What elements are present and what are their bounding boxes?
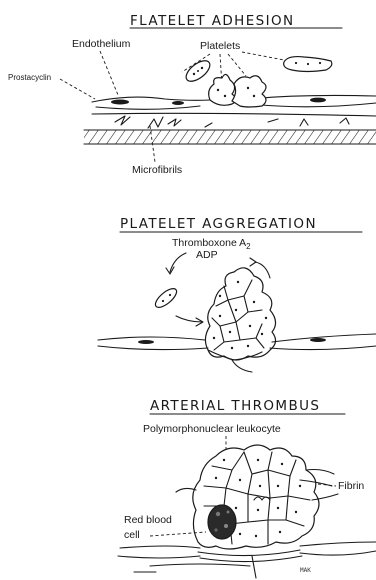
- endothelium-label: Endothelium: [72, 38, 131, 50]
- aggregation-panel: PLATELET AGGREGATION Thromboxone A2 ADP: [98, 216, 376, 372]
- platelet-leader-3: [228, 54, 246, 76]
- pmn-label: Polymorphonuclear leukocyte: [143, 423, 281, 435]
- fibrin-label: Fibrin: [338, 480, 364, 492]
- red-blood-label-line2: cell: [124, 529, 140, 541]
- vessel-wall-hatched: [84, 130, 376, 144]
- endothelium-leader: [100, 51, 118, 95]
- platelets-label: Platelets: [200, 40, 240, 52]
- red-blood-cell: [208, 505, 236, 539]
- thrombus-panel: ARTERIAL THROMBUS Polymorphonuclear leuk…: [118, 398, 376, 578]
- adherent-platelet-2: [232, 76, 266, 107]
- subendothelium-line: [92, 113, 376, 116]
- thromboxane-arrow: [255, 262, 270, 278]
- artist-signature: MAK: [300, 567, 311, 574]
- prostacyclin-leader: [60, 79, 95, 99]
- adp-label: ADP: [196, 249, 218, 261]
- microfibrils-label: Microfibrils: [132, 164, 182, 176]
- adhesion-panel: FLATELET ADHESION Endothelium Platelets …: [8, 13, 376, 176]
- prostacyclin-label: Prostacyclin: [8, 73, 51, 82]
- incoming-platelet: [153, 285, 180, 310]
- thrombus-title: ARTERIAL THROMBUS: [150, 398, 320, 414]
- red-blood-label-line1: Red blood: [124, 514, 172, 526]
- thromboxane-arrowhead: [250, 258, 256, 266]
- platelet-aggregate: [205, 268, 275, 360]
- aggregation-title: PLATELET AGGREGATION: [120, 216, 317, 232]
- platelet-leader-4: [242, 52, 284, 60]
- free-platelet-1: [183, 57, 214, 85]
- adhesion-title: FLATELET ADHESION: [130, 13, 295, 29]
- thrombus-vessel-wall: [118, 542, 376, 578]
- free-platelet-2: [284, 57, 332, 72]
